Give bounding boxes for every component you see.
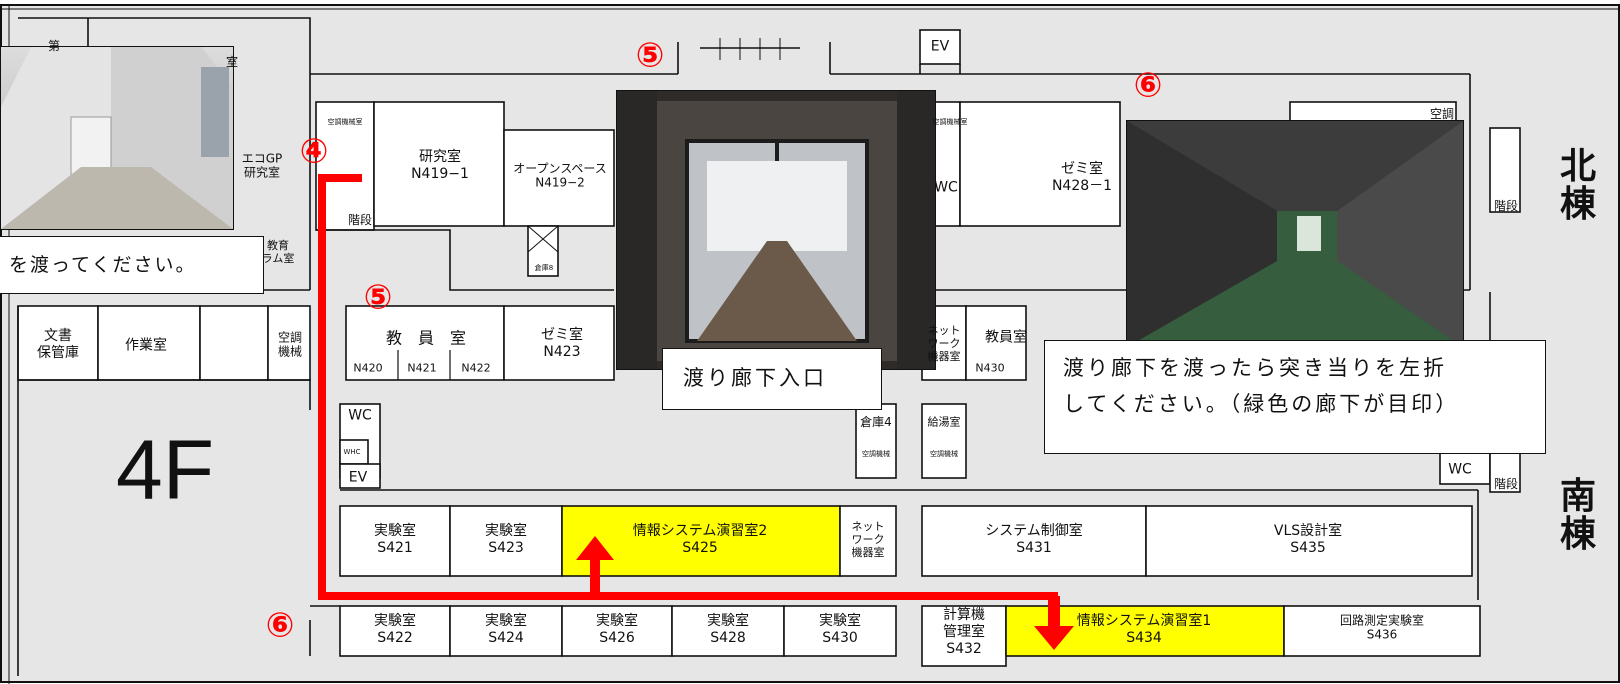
room-n428-1 xyxy=(959,101,1121,227)
label-kyouin: 教 員 室 xyxy=(385,328,467,348)
label-n420: N420 xyxy=(353,361,383,375)
room-kyouin-2 xyxy=(965,305,1027,381)
room-s428 xyxy=(671,605,785,657)
callout-right: 渡り廊下を渡ったら突き当りを左折 してください。（緑色の廊下が目印） xyxy=(1044,340,1546,454)
route-arrow-up xyxy=(576,536,614,560)
callout-middle-text: 渡り廊下入口 xyxy=(683,366,827,390)
label-kuchou-kikai: 空調 機械 xyxy=(277,330,303,359)
label-storage-8: 倉庫8 xyxy=(534,263,554,272)
label-s423: 実験室 S423 xyxy=(485,523,527,556)
label-stair-se: 階段 xyxy=(1493,476,1519,491)
label-wc-se: WC xyxy=(1448,461,1472,478)
room-s435 xyxy=(1145,505,1473,577)
storage-8 xyxy=(527,225,559,277)
room-blank xyxy=(199,305,269,381)
photo-green-corridor xyxy=(1126,120,1464,348)
label-kuchou-small-1: 空調機械室 xyxy=(327,117,363,126)
room-n419-2 xyxy=(503,129,615,227)
kyuto-room xyxy=(921,403,967,479)
label-s436: 回路測定実験室 S436 xyxy=(1339,613,1425,642)
label-s425: 情報システム演習室2 S425 xyxy=(632,523,768,556)
label-n422: N422 xyxy=(461,361,491,375)
label-s424: 実験室 S424 xyxy=(485,613,527,646)
label-n419-1: 研究室 N419−1 xyxy=(411,149,469,182)
label-kyuto: 給湯室 xyxy=(927,415,961,429)
label-kuchou-ne: 空調 xyxy=(1429,106,1455,121)
label-kuchou-s2: 空調機械 xyxy=(930,449,958,458)
label-n423: ゼミ室 N423 xyxy=(541,327,583,360)
photo-corridor-west xyxy=(0,46,234,230)
label-s432: 計算機 管理室 S432 xyxy=(943,606,985,657)
marker-6-bottom: ⑥ xyxy=(265,605,295,646)
label-s431: システム制御室 S431 xyxy=(985,523,1083,556)
label-s428: 実験室 S428 xyxy=(707,613,749,646)
label-sagyou: 作業室 xyxy=(125,337,167,354)
room-n423 xyxy=(503,305,615,381)
ev-north-box xyxy=(919,29,961,65)
room-s431 xyxy=(921,505,1147,577)
label-n419-2: オープンスペース N419−2 xyxy=(513,161,607,190)
wing-north-label: 北 棟 xyxy=(1559,146,1597,225)
wing-south-label: 南 棟 xyxy=(1559,476,1597,555)
label-kyoiku: 教育 ラム室 xyxy=(261,238,295,265)
label-kuchou-s1: 空調機械 xyxy=(862,449,890,458)
label-network-south: ネット ワーク 機器室 xyxy=(851,520,885,560)
route-line xyxy=(318,174,1058,600)
label-ev-south: EV xyxy=(348,469,368,486)
photo-bridge-entrance xyxy=(616,90,936,370)
label-wc-north: WC xyxy=(934,179,958,196)
room-s430 xyxy=(783,605,897,657)
label-bunsho: 文書 保管庫 xyxy=(37,328,79,361)
label-ev-north: EV xyxy=(930,38,950,55)
label-network-north: ネット ワーク 機器室 xyxy=(927,324,961,364)
room-s421 xyxy=(339,505,451,577)
label-wc-south: WC xyxy=(348,407,372,424)
label-tl-partial: 第 xyxy=(47,38,61,53)
room-network-south xyxy=(839,505,897,577)
stair-south-east xyxy=(1489,451,1521,493)
room-sagyou xyxy=(97,305,201,381)
label-s430: 実験室 S430 xyxy=(819,613,861,646)
callout-left: を渡ってください。 xyxy=(0,236,264,294)
marker-5-lower: ⑤ xyxy=(363,277,393,318)
label-n421: N421 xyxy=(407,361,437,375)
callout-right-line1: 渡り廊下を渡ったら突き当りを左折 xyxy=(1063,356,1447,380)
label-s426: 実験室 S426 xyxy=(596,613,638,646)
label-tl-partial2: 室 xyxy=(225,54,239,69)
route-down-shaft xyxy=(1048,596,1060,628)
room-s426 xyxy=(561,605,673,657)
label-whc: WHC xyxy=(343,447,361,456)
callout-right-line2: してください。（緑色の廊下が目印） xyxy=(1063,391,1460,416)
ev-south-box xyxy=(339,463,381,489)
label-storage-4: 倉庫4 xyxy=(860,414,892,429)
label-s435: VLS設計室 S435 xyxy=(1273,523,1343,556)
label-s421: 実験室 S421 xyxy=(374,523,416,556)
room-s424 xyxy=(449,605,563,657)
marker-5-top: ⑤ xyxy=(635,35,665,76)
route-arrow-down xyxy=(1034,626,1074,650)
marker-4: ④ xyxy=(299,131,329,172)
label-eco-gp: エコGP 研究室 xyxy=(241,151,283,180)
room-kuchou xyxy=(267,305,311,381)
callout-left-text: を渡ってください。 xyxy=(9,254,197,276)
label-kuchou-small-2: 空調機械室 xyxy=(932,117,968,126)
label-s434: 情報システム演習室1 S434 xyxy=(1076,613,1212,646)
label-stair-ne: 階段 xyxy=(1493,198,1519,213)
label-n428-1: ゼミ室 N428－1 xyxy=(1051,161,1113,194)
label-stair-west: 階段 xyxy=(347,212,373,227)
north-wing-outline xyxy=(309,73,1471,290)
callout-middle: 渡り廊下入口 xyxy=(662,348,882,410)
room-s436 xyxy=(1283,605,1481,657)
stair-north-east xyxy=(1489,127,1521,213)
route-branch xyxy=(590,558,600,598)
marker-6-top: ⑥ xyxy=(1133,65,1163,106)
label-kyouin-2: 教員室 xyxy=(985,329,1027,346)
label-n430: N430 xyxy=(975,361,1005,375)
room-kyouin xyxy=(345,305,505,381)
room-s432 xyxy=(921,605,1007,667)
floor-label: 4F xyxy=(115,422,215,517)
label-s422: 実験室 S422 xyxy=(374,613,416,646)
